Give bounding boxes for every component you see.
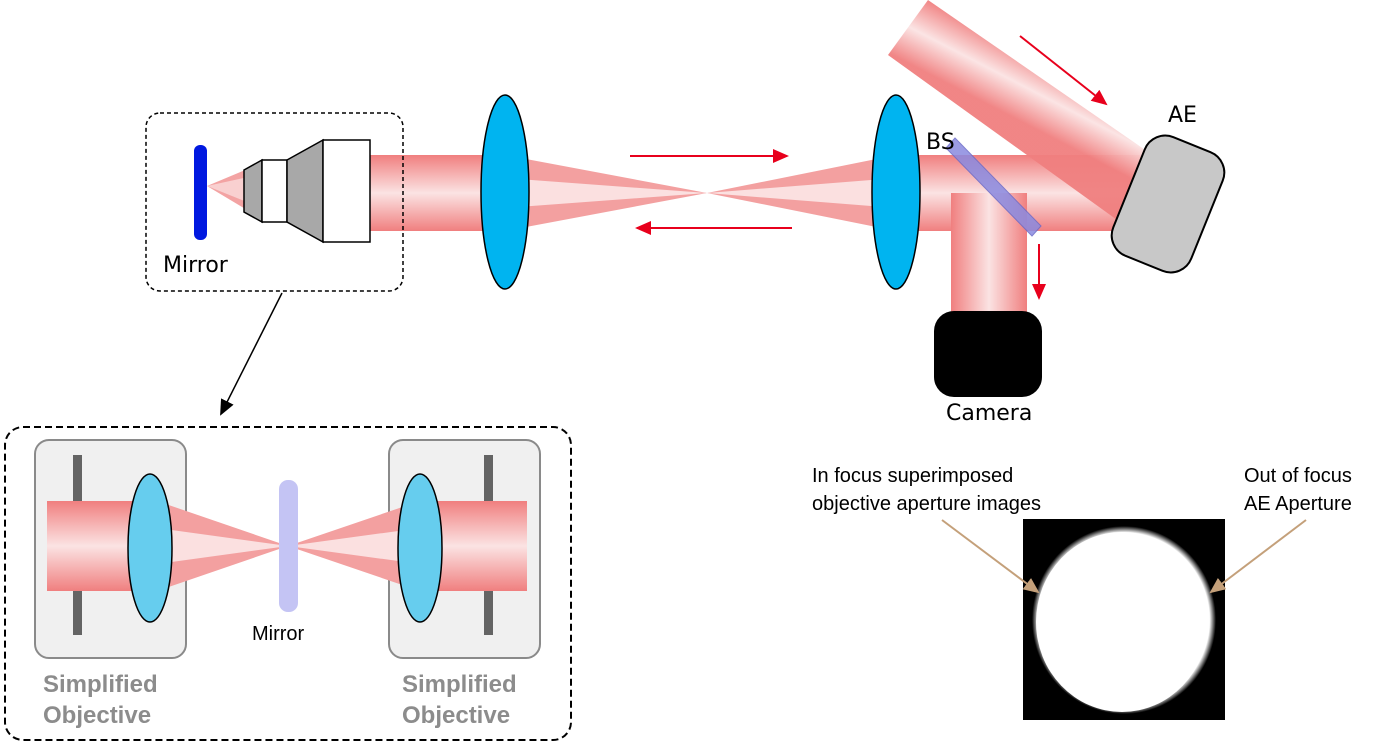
annotation-left-line1: In focus superimposed [812, 465, 1013, 487]
annotation-right-line2: AE Aperture [1244, 493, 1352, 515]
objective-left-label-line2: Objective [43, 702, 151, 729]
lens-left [480, 94, 530, 290]
annotation-right-line1: Out of focus [1244, 465, 1352, 487]
objective-left-label-line1: Simplified [43, 671, 158, 698]
bs-label: BS [926, 130, 955, 155]
aperture-stop-right-top [484, 455, 493, 501]
inset-lens-right [397, 473, 443, 623]
annotation-arrow-left [941, 519, 1040, 594]
beam-diagonal [888, 0, 1154, 230]
inset-lens-left [127, 473, 173, 623]
aperture-element-icon [1110, 134, 1226, 274]
ae-label: AE [1168, 103, 1197, 128]
objective-detail-box [145, 112, 404, 292]
inset-mirror [279, 480, 298, 612]
inset-pointer-arrow [220, 292, 283, 416]
camera-label: Camera [946, 401, 1032, 426]
microscope-objective-icon [243, 138, 371, 244]
beam-splitter [945, 137, 1042, 237]
objective-right-label-line1: Simplified [402, 671, 517, 698]
inset-mirror-label: Mirror [252, 623, 305, 645]
inset-box [4, 426, 572, 741]
camera-icon [934, 311, 1042, 397]
mirror-top-label: Mirror [163, 253, 229, 278]
aperture-stop-left-bottom [73, 591, 82, 635]
aperture-stop-left-top [73, 455, 82, 501]
mirror-top [194, 145, 207, 240]
arrow-diagonal [1019, 35, 1108, 106]
objective-right-label-line2: Objective [402, 702, 510, 729]
camera-image-spot [1032, 526, 1216, 714]
lens-right [871, 94, 921, 290]
annotation-left-line2: objective aperture images [812, 493, 1041, 515]
annotation-arrow-right [1209, 519, 1307, 594]
aperture-stop-right-bottom [484, 591, 493, 635]
